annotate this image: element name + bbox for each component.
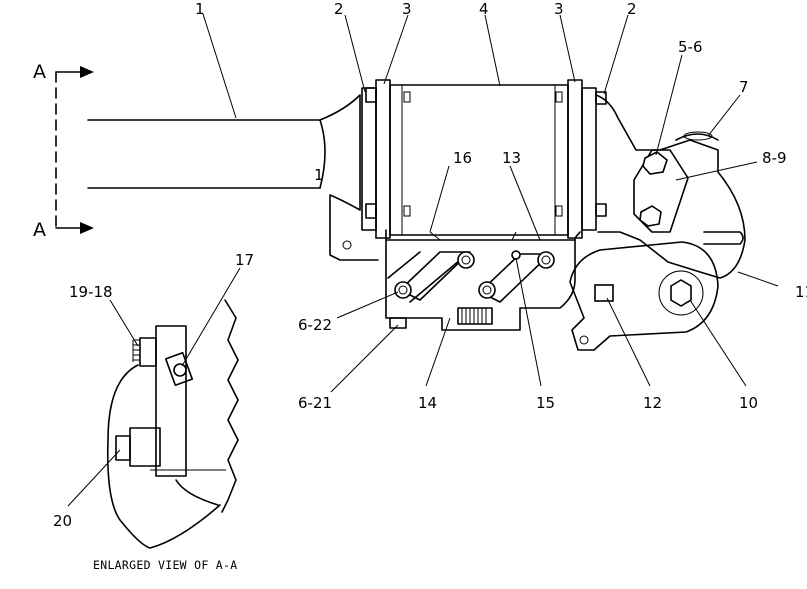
bolt-6-21 [389, 317, 407, 329]
block-notch-2 [511, 231, 517, 241]
callout-16: 16 [453, 149, 472, 167]
fitting-7-top [683, 131, 713, 141]
nut-left-top [403, 91, 411, 103]
flange-plate-left-inner [375, 79, 391, 239]
section-marker: A A [33, 61, 94, 241]
arrow-head-bottom [80, 222, 94, 234]
callout-4: 4 [479, 0, 489, 18]
flange-plate-right-inner [567, 79, 583, 239]
callout-2-right: 2 [627, 0, 637, 18]
callout-labels: 1 1 2 3 4 3 2 5-6 7 8-9 11 10 12 15 14 1… [53, 0, 807, 530]
fitting-19-18 [139, 337, 157, 367]
callout-14: 14 [418, 394, 437, 412]
callout-10: 10 [739, 394, 758, 412]
spring-coils [461, 308, 487, 324]
callout-15: 15 [536, 394, 555, 412]
cover-plate [633, 149, 689, 233]
bracket-17 [164, 351, 194, 387]
nut-right-bottom [555, 205, 563, 217]
fitting-threads [133, 339, 140, 361]
enlarged-view-caption: ENLARGED VIEW OF A-A [93, 558, 237, 572]
callout-19-18: 19-18 [69, 283, 113, 301]
lower-plate [569, 241, 719, 351]
link-left [399, 251, 471, 301]
lever-arm-edge [319, 119, 326, 189]
spring-14 [457, 307, 493, 325]
callout-2-left: 2 [334, 0, 344, 18]
plate-hole [579, 335, 589, 345]
pin-upper-right-inner [541, 255, 551, 265]
callout-3-left: 3 [402, 0, 412, 18]
callout-6-22: 6-22 [298, 316, 332, 334]
screw-15 [511, 250, 521, 260]
lower-block [385, 229, 581, 331]
enlarged-plate [155, 325, 187, 477]
pin-upper-right [537, 251, 555, 269]
bolt-lower-plate [639, 205, 662, 227]
flange-plate-left-outer [361, 87, 377, 231]
hex-bolt-10 [670, 279, 692, 307]
bracket-slot [703, 231, 744, 245]
bolt-head-right-top [595, 91, 607, 105]
pin-upper-left [457, 251, 475, 269]
callout-8-9: 8-9 [762, 149, 787, 167]
fitting-7 [675, 133, 719, 141]
pin-lower-middle [478, 281, 496, 299]
section-label-top: A [33, 61, 46, 83]
bolt-head-left-bottom [365, 203, 377, 219]
right-bracket [595, 94, 746, 279]
main-assembly [87, 79, 746, 351]
bolt-5-6 [642, 151, 668, 175]
callout-5-6: 5-6 [678, 38, 703, 56]
section-label-bottom: A [33, 219, 46, 241]
flange-plate-right-outer [581, 87, 597, 231]
pin-lower-middle-inner [482, 285, 492, 295]
enlarged-lower-curve [175, 479, 219, 506]
enlarged-view: ENLARGED VIEW OF A-A [93, 299, 239, 572]
bolt-head-right-bottom [595, 203, 607, 217]
bolt-head-left-top [365, 87, 377, 103]
callout-12: 12 [643, 394, 662, 412]
center-housing [389, 84, 569, 236]
square-head-12 [594, 284, 614, 302]
nut-left-bottom [403, 205, 411, 217]
callout-6-21: 6-21 [298, 394, 332, 412]
callout-7: 7 [739, 78, 749, 96]
callout-20: 20 [53, 512, 72, 530]
bolt-17 [173, 363, 187, 377]
bolt-20-head [115, 435, 131, 461]
block-notch-1 [429, 231, 441, 241]
bolt-6-22-inner [398, 285, 408, 295]
bolt-6-22 [394, 281, 412, 299]
arrow-head-top [80, 66, 94, 78]
washer-10 [658, 270, 704, 316]
enlarged-edge-zigzag [221, 299, 239, 513]
callout-13: 13 [502, 149, 521, 167]
nut-right-top [555, 91, 563, 103]
leader-lines [67, 13, 779, 507]
lever-arm [87, 94, 379, 261]
lever-hole [342, 240, 352, 250]
callout-11: 11 [795, 283, 807, 301]
callout-3-right: 3 [554, 0, 564, 18]
pin-upper-left-inner [461, 255, 471, 265]
callout-17: 17 [235, 251, 254, 269]
callout-1-arm: 1 [314, 166, 324, 184]
enlarged-outline [106, 364, 221, 549]
callout-1: 1 [195, 0, 205, 18]
link-outline [387, 251, 461, 303]
